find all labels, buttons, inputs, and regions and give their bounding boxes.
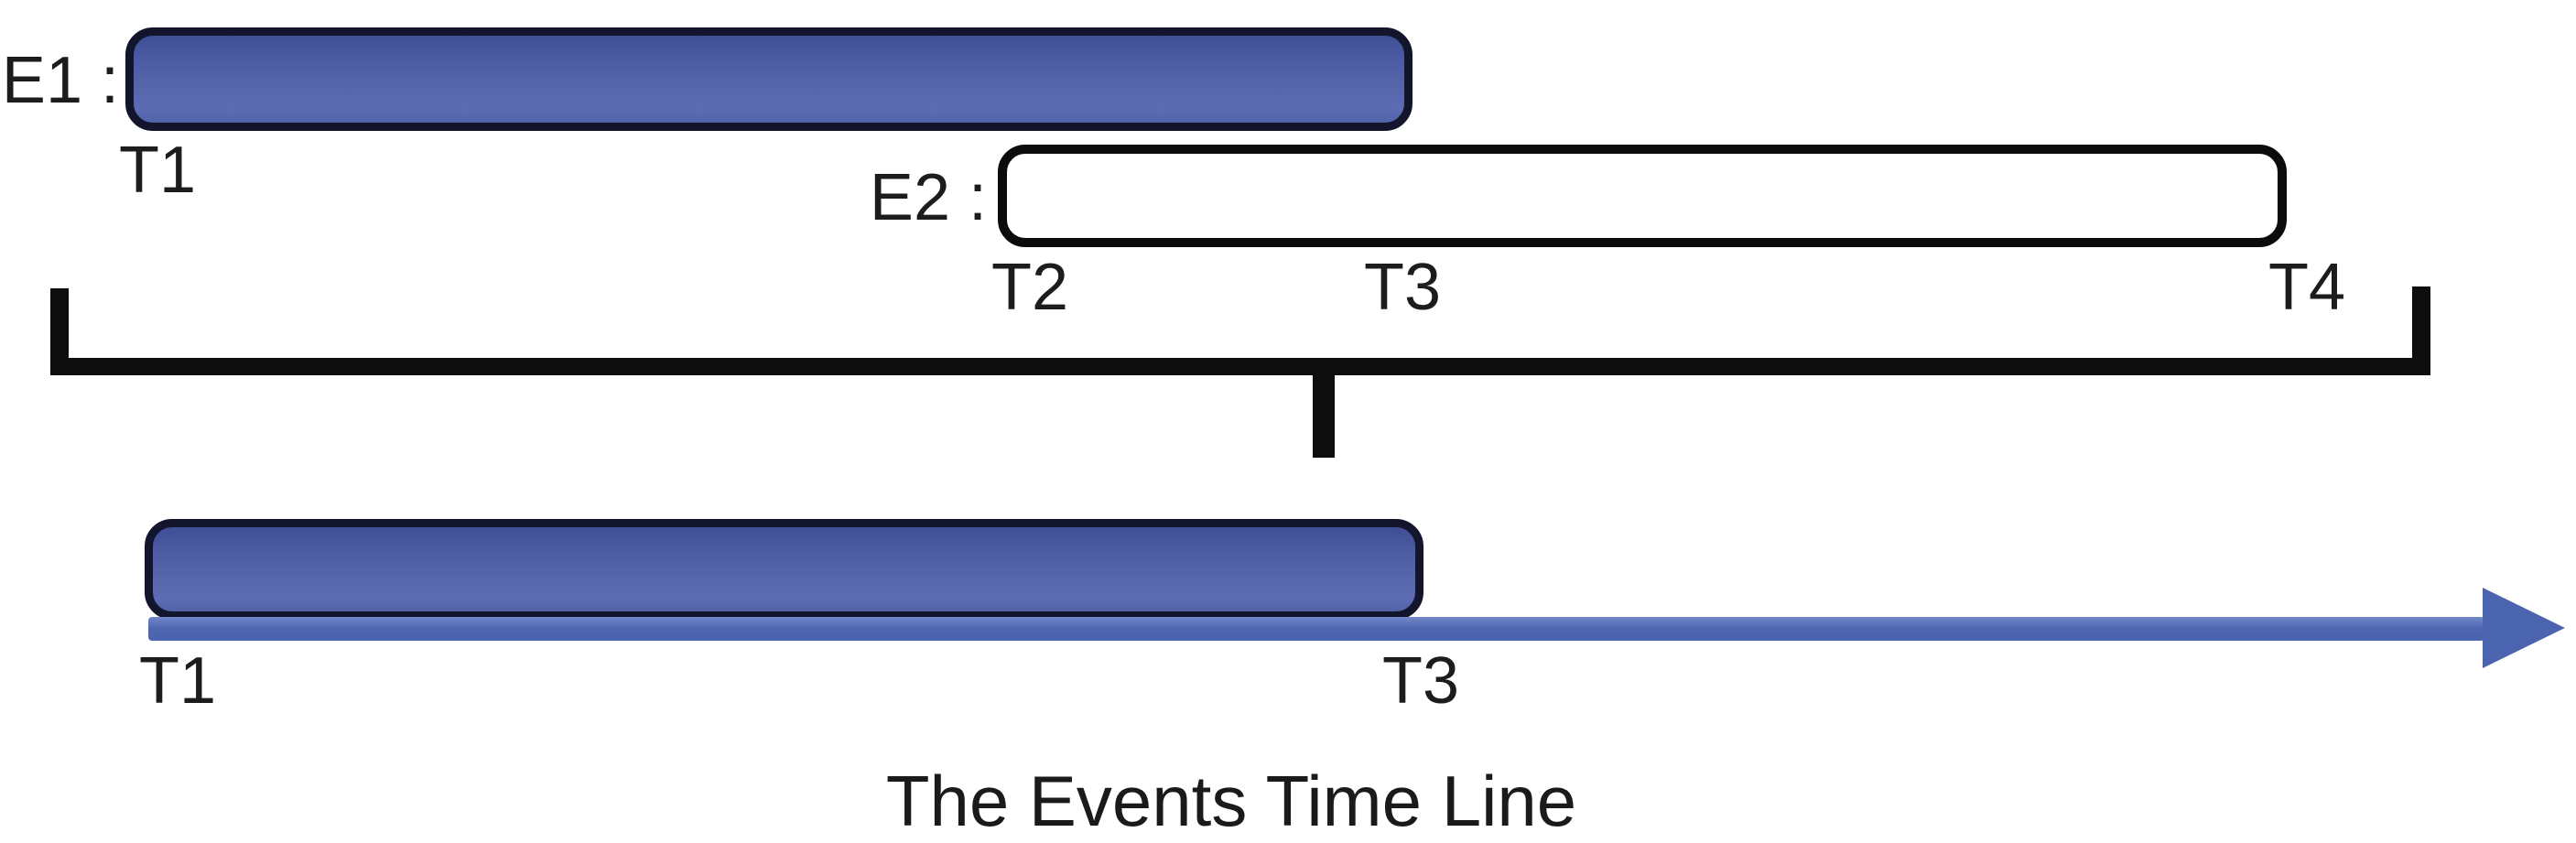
e2-bar <box>998 145 2287 247</box>
bracket-left-end <box>50 288 69 375</box>
e2-end-tick-label: T4 <box>2268 251 2346 324</box>
e1-bar <box>125 27 1412 131</box>
e1-label: E1 : <box>1 44 119 117</box>
diagram-title: The Events Time Line <box>885 761 1577 841</box>
e2-mid-tick-label: T3 <box>1364 251 1442 324</box>
e1-start-tick-label: T1 <box>119 134 197 207</box>
bracket-center-tick <box>1313 373 1335 458</box>
timeline-arrowhead-icon <box>2483 588 2565 668</box>
e2-label: E2 : <box>869 161 987 234</box>
bracket-right-end <box>2412 286 2430 375</box>
timeline-arrow-shaft <box>148 617 2484 641</box>
merged-end-tick-label: T3 <box>1382 644 1460 718</box>
merged-start-tick-label: T1 <box>139 644 217 718</box>
e2-start-tick-label: T2 <box>991 251 1069 324</box>
bracket-horizontal-line <box>50 358 2430 375</box>
merged-event-bar <box>145 519 1423 620</box>
